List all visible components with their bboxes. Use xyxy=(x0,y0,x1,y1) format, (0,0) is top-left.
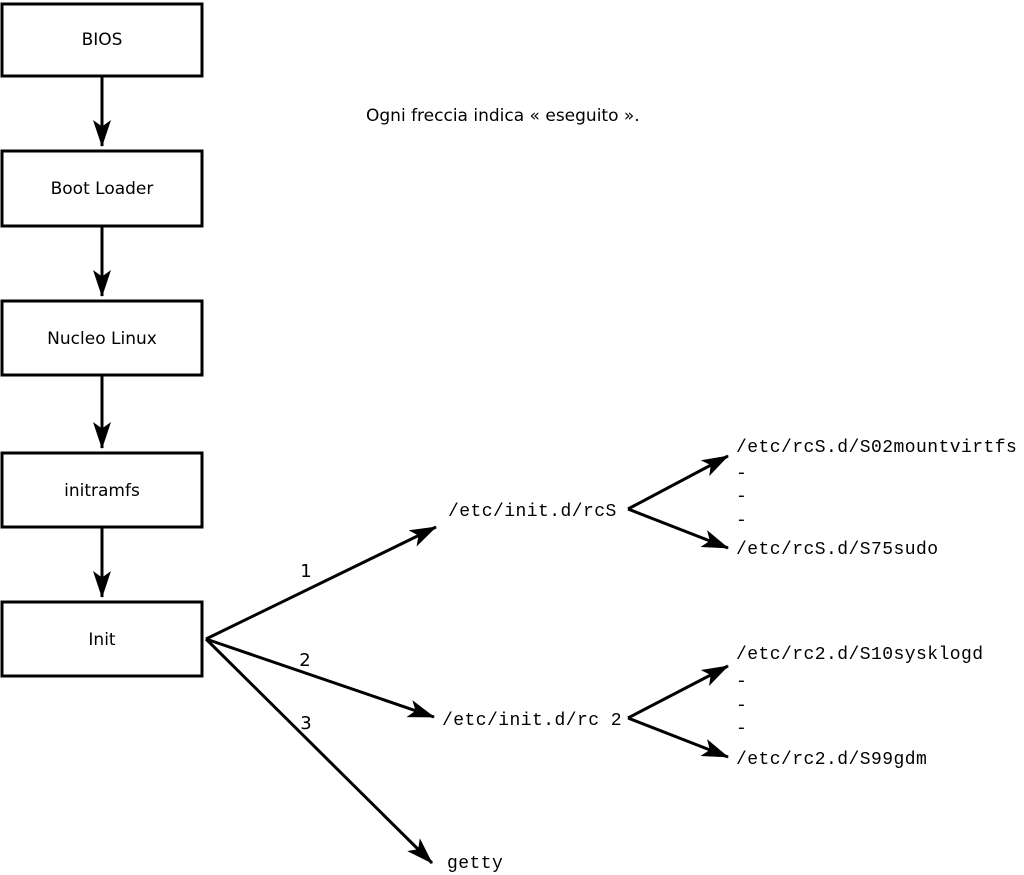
legend-note: Ogni freccia indica « eseguito ». xyxy=(366,106,640,126)
box-init xyxy=(0,600,204,678)
rcS-ellipsis-dash-3: - xyxy=(736,511,747,531)
box-initramfs-label: initramfs xyxy=(64,481,140,501)
rcS-ellipsis-dash-2: - xyxy=(736,487,747,507)
rc2-script-first: /etc/rc2.d/S10sysklogd xyxy=(736,645,984,665)
rc2-ellipsis-dash-2: - xyxy=(736,696,747,716)
box-bios-label: BIOS xyxy=(82,30,123,50)
box-bios xyxy=(0,2,204,78)
arrow-rcS-to-last-script xyxy=(627,507,729,550)
box-boot-loader xyxy=(0,149,204,228)
branch-2-number: 2 xyxy=(299,650,310,671)
arrow-rc2-to-last-script xyxy=(627,716,729,759)
box-init-label: Init xyxy=(88,630,116,650)
branch-1-rcS: 1 /etc/init.d/rcS /etc/rcS.d/S02mountvir… xyxy=(205,438,1017,641)
branch-1-target: /etc/init.d/rcS xyxy=(448,502,617,522)
arrow-rc2-to-first-script xyxy=(627,664,729,720)
branch-3-target: getty xyxy=(447,854,503,874)
rc2-ellipsis-dash-3: - xyxy=(736,719,747,739)
boot-chain: BIOS Boot Loader Nucleo Linux initramfs … xyxy=(0,2,204,678)
box-initramfs xyxy=(0,451,204,529)
box-boot-loader-label: Boot Loader xyxy=(51,179,154,199)
box-nucleo-linux-label: Nucleo Linux xyxy=(47,329,157,349)
rcS-script-last: /etc/rcS.d/S75sudo xyxy=(736,540,939,560)
rcS-script-first: /etc/rcS.d/S02mountvirtfs xyxy=(736,438,1017,458)
rc2-script-last: /etc/rc2.d/S99gdm xyxy=(736,750,927,770)
rc2-ellipsis-dash-1: - xyxy=(736,672,747,692)
arrow-init-to-getty xyxy=(204,637,434,865)
branch-2-target: /etc/init.d/rc 2 xyxy=(442,711,622,731)
rcS-ellipsis-dash-1: - xyxy=(736,464,747,484)
arrow-init-to-rcS xyxy=(205,525,437,641)
branch-1-number: 1 xyxy=(300,561,311,582)
branch-3-getty: 3 getty xyxy=(204,637,503,874)
arrow-init-to-rc2 xyxy=(205,637,435,719)
arrow-rcS-to-first-script xyxy=(627,454,729,511)
branch-2-rc2: 2 /etc/init.d/rc 2 /etc/rc2.d/S10sysklog… xyxy=(205,637,984,770)
branch-3-number: 3 xyxy=(300,713,311,734)
